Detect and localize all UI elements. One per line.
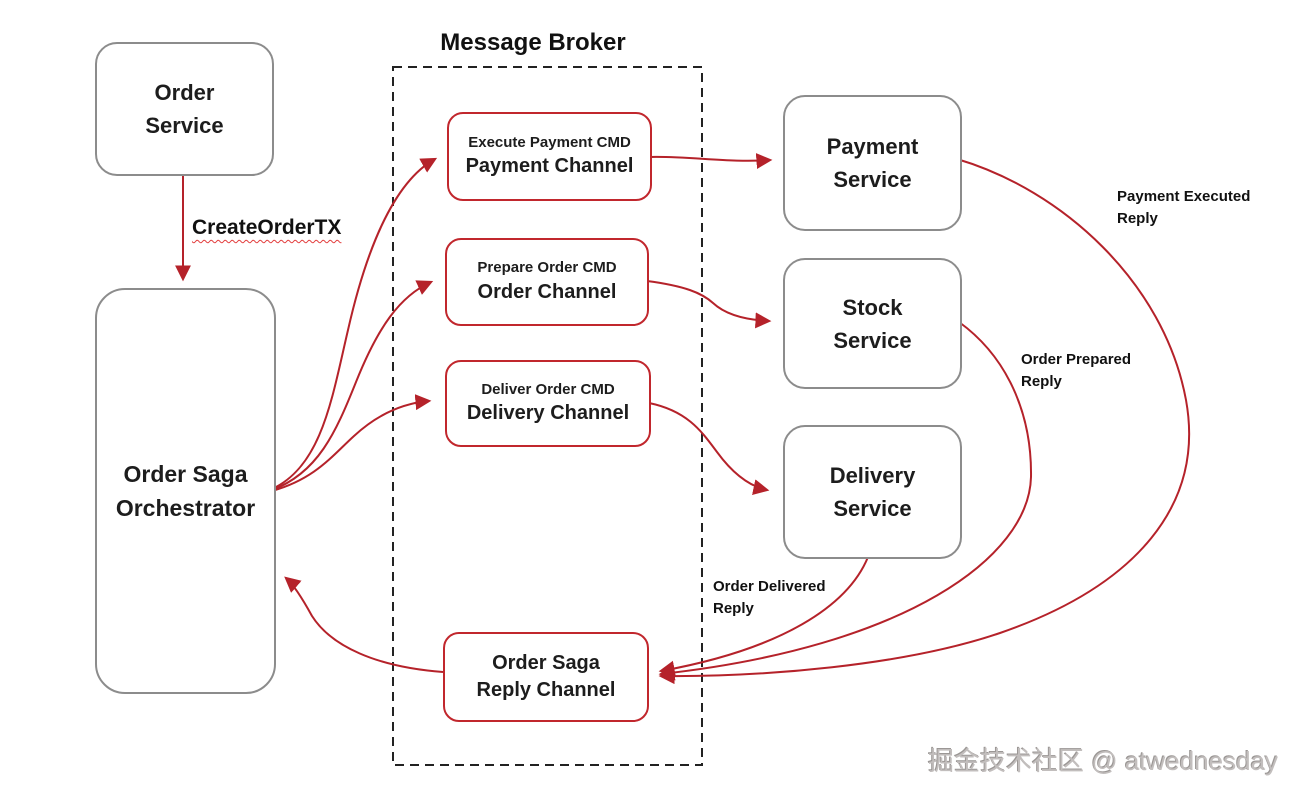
edge-payment-service-reply — [658, 158, 1191, 685]
payment-service-node: Payment Service — [783, 95, 962, 231]
order-delivered-reply-label: Order Delivered Reply — [713, 576, 826, 620]
execute-payment-channel-node: Execute Payment CMD Payment Channel — [447, 112, 652, 201]
order-service-label-line1: Order — [154, 80, 215, 105]
order-saga-orchestrator-node: Order Saga Orchestrator — [95, 288, 276, 694]
message-broker-boundary — [392, 66, 703, 766]
edge-reply-channel-to-orchestrator — [284, 576, 444, 673]
delivery-service-node: Delivery Service — [783, 425, 962, 559]
payment-executed-reply-line2: Reply — [1117, 209, 1158, 227]
prepare-order-channel-node: Prepare Order CMD Order Channel — [445, 238, 649, 326]
order-saga-reply-channel-node: Order Saga Reply Channel — [443, 632, 649, 722]
execute-payment-cmd-label: Execute Payment CMD — [468, 133, 631, 151]
prepare-order-cmd-label: Prepare Order CMD — [477, 259, 617, 277]
delivery-service-label-line2: Service — [833, 496, 912, 521]
payment-service-label-line1: Payment — [826, 134, 919, 159]
edge-orchestrator-to-order-channel — [271, 280, 434, 491]
reply-channel-label-line1: Order Saga — [492, 652, 600, 674]
deliver-order-cmd-label: Deliver Order CMD — [481, 380, 615, 398]
deliver-order-channel-node: Deliver Order CMD Delivery Channel — [445, 360, 651, 447]
payment-service-label-line2: Service — [833, 167, 912, 192]
payment-channel-label: Payment Channel — [465, 155, 634, 178]
edge-orchestrator-to-delivery-channel — [271, 394, 432, 492]
edge-delivery-service-reply — [658, 556, 869, 677]
delivery-channel-label: Delivery Channel — [466, 402, 630, 425]
orchestrator-label-line2: Orchestrator — [115, 495, 256, 521]
stock-service-node: Stock Service — [783, 258, 962, 389]
reply-channel-label-line2: Reply Channel — [476, 679, 616, 701]
order-service-label-line2: Service — [145, 113, 224, 138]
delivery-service-label-line1: Delivery — [829, 463, 916, 488]
order-channel-label: Order Channel — [477, 280, 617, 303]
order-delivered-reply-line2: Reply — [713, 599, 754, 617]
watermark: 掘金技术社区 @ atwednesday — [928, 746, 1279, 776]
stock-service-label-line1: Stock — [842, 294, 903, 320]
order-prepared-reply-line2: Reply — [1021, 372, 1062, 390]
stock-service-label-line2: Service — [833, 327, 912, 353]
order-prepared-reply-label: Order Prepared Reply — [1021, 349, 1131, 393]
payment-executed-reply-label: Payment Executed Reply — [1117, 186, 1250, 230]
edge-delivery-channel-to-delivery-service — [648, 402, 770, 495]
create-order-tx-label: CreateOrderTX — [192, 216, 342, 239]
order-delivered-reply-line1: Order Delivered — [713, 578, 826, 595]
edge-stock-service-reply — [658, 321, 1033, 681]
order-prepared-reply-line1: Order Prepared — [1021, 351, 1132, 368]
message-broker-title: Message Broker — [440, 29, 626, 56]
payment-executed-reply-line1: Payment Executed — [1117, 188, 1251, 205]
orchestrator-label-line1: Order Saga — [123, 460, 248, 487]
edge-order-channel-to-stock-service — [646, 280, 772, 329]
edge-orchestrator-to-payment-channel — [271, 157, 438, 490]
edge-payment-channel-to-payment-service — [649, 153, 773, 169]
order-service-node: Order Service — [95, 42, 274, 176]
